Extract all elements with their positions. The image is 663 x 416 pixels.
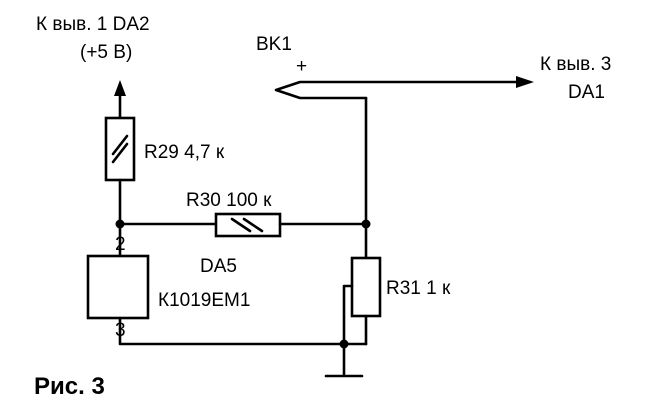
label-da1-line1: К выв. 3 — [540, 54, 611, 75]
label-r30: R30 100 к — [186, 190, 272, 211]
label-pin3: 3 — [115, 320, 126, 341]
ic-da5 — [86, 254, 150, 320]
ground-symbol — [324, 342, 364, 378]
label-da5: DA5 — [200, 256, 237, 277]
resistor-r29 — [104, 116, 136, 182]
thermistor-bk1 — [274, 76, 534, 100]
figure-caption: Рис. 3 — [34, 373, 105, 400]
label-r31: R31 1 к — [386, 278, 451, 299]
label-da1-line2: DA1 — [568, 82, 605, 103]
potentiometer-r31 — [342, 256, 382, 346]
label-pin2: 2 — [115, 234, 126, 255]
label-da2-line1: К выв. 1 DA2 — [36, 14, 150, 35]
wire-pin3-ground — [118, 316, 368, 346]
label-r29: R29 4,7 к — [144, 142, 225, 163]
label-da2-line2: (+5 В) — [80, 42, 132, 63]
label-da5-type: К1019ЕМ1 — [158, 290, 250, 311]
supply-arrow — [114, 80, 126, 120]
label-bk1: BK1 — [256, 34, 292, 55]
resistor-r30 — [214, 212, 282, 238]
label-bk1-plus: + — [296, 56, 307, 77]
